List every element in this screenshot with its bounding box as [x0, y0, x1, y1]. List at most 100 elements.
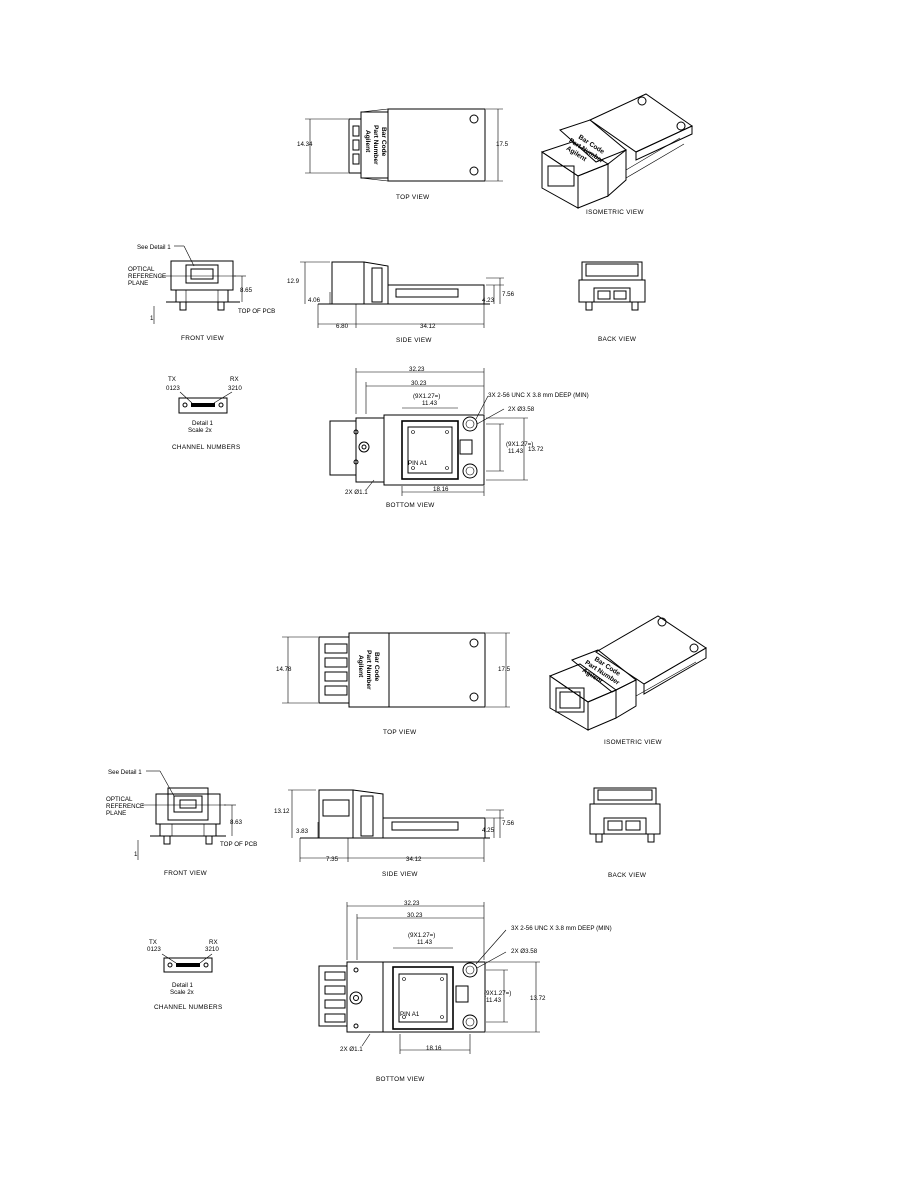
m1-part-number-label: Part Number: [372, 125, 379, 165]
m2-bottom-dim-vpitch-val: 11.43: [486, 997, 502, 1004]
m1-agilent-label: Agilent: [364, 130, 371, 153]
m1-pin-a1: PIN A1: [408, 460, 428, 467]
m2-detail-tx: TX: [149, 939, 157, 946]
m2-opt-ref-2: REFERENCE: [106, 803, 144, 810]
m1-bottom-dim-vpitch: (9X1.27=): [506, 441, 533, 448]
m2-side-dim-low: 3.83: [296, 828, 309, 835]
m1-bottom-view: PIN A1 32.23 30.23 (9X1.27=) 11.43 3X 2-…: [329, 366, 589, 509]
m1-see-detail: See Detail 1: [137, 244, 171, 251]
m1-bottom-dim-outer: 32.23: [409, 366, 425, 373]
m2-detail-rx: RX: [209, 939, 218, 946]
m2-detail-caption: CHANNEL NUMBERS: [154, 1004, 223, 1011]
m1-side-dim-b: 7.56: [502, 291, 515, 298]
m2-see-detail: See Detail 1: [108, 769, 142, 776]
m2-pin-a1: PIN A1: [400, 1011, 420, 1018]
m2-side-dim-b: 7.56: [502, 820, 515, 827]
m1-detail-rx: RX: [230, 376, 239, 383]
m2-bottom-dim-height: 13.72: [530, 995, 546, 1002]
m1-side-dim-length: 34.12: [420, 323, 436, 330]
m1-front-caption: FRONT VIEW: [181, 335, 225, 342]
m1-top-dim-height: 17.5: [496, 141, 509, 148]
m1-detail-title: Detail 1: [192, 420, 214, 427]
m2-opt-ref-1: OPTICAL: [106, 796, 133, 803]
m2-part-number-label: Part Number: [365, 650, 372, 690]
m1-front-view: See Detail 1 OPTICAL REFERENCE PLANE 8.6…: [128, 244, 275, 342]
m2-detail: TX 0123 RX 3210 Detail 1 Scale 2x CHANNE…: [147, 939, 223, 1011]
m1-detail-tx: TX: [168, 376, 176, 383]
m2-front-dim-height: 8.63: [230, 819, 243, 826]
m2-bar-code-label: Bar Code: [373, 652, 380, 682]
m1-side-dim-a: 4.23: [482, 297, 495, 304]
m1-bottom-dim-inner: 30.23: [411, 380, 427, 387]
m1-back-view: BACK VIEW: [578, 261, 646, 343]
m1-side-view: 12.9 4.06 4.23 7.56 6.80 34.12 SIDE VIEW: [287, 261, 515, 344]
m2-top-dim-height: 17.5: [498, 666, 511, 673]
m2-back-view: BACK VIEW: [589, 787, 661, 879]
m1-detail-rx-ch: 3210: [228, 385, 242, 392]
m2-bottom-dim-vpitch: (9X1.27=): [484, 990, 511, 997]
m2-agilent-label: Agilent: [357, 655, 364, 678]
m2-bottom-dim-outer: 32.23: [404, 900, 420, 907]
m2-bottom-dim-inner: 30.23: [407, 912, 423, 919]
m1-back-caption: BACK VIEW: [598, 336, 637, 343]
m2-bottom-dim-pitch-val: 11.43: [417, 939, 433, 946]
m1-opt-ref-2: REFERENCE: [128, 273, 166, 280]
m2-hole-note: 2X Ø3.58: [511, 948, 538, 955]
m1-detail-tx-ch: 0123: [166, 385, 180, 392]
m2-isometric-view: Bar Code Part Number Agilent ISOMETRIC V…: [548, 615, 707, 746]
m1-side-dim-low: 4.06: [308, 297, 321, 304]
m1-bottom-dim-height: 13.72: [528, 446, 544, 453]
m1-front-dim-height: 8.65: [240, 287, 253, 294]
m1-top-dim-width: 14.34: [297, 141, 313, 148]
m2-side-caption: SIDE VIEW: [382, 871, 418, 878]
m1-bottom-dim-pitch: (9X1.27=): [413, 393, 440, 400]
m1-detail-caption: CHANNEL NUMBERS: [172, 444, 241, 451]
m2-iso-caption: ISOMETRIC VIEW: [604, 739, 662, 746]
m1-top-view-caption: TOP VIEW: [396, 194, 430, 201]
m1-hole-note: 2X Ø3.58: [508, 406, 535, 413]
m2-top-view: Bar Code Part Number Agilent 14.78 17.5 …: [276, 632, 511, 736]
m1-top-view: Bar Code Part Number Agilent 14.34 17.5 …: [297, 108, 509, 201]
m1-side-dim-height: 12.9: [287, 278, 300, 285]
m2-side-dim-height: 13.12: [274, 808, 290, 815]
m2-detail-title: Detail 1: [172, 982, 194, 989]
m1-side-caption: SIDE VIEW: [396, 337, 432, 344]
m1-opt-ref-3: PLANE: [128, 280, 148, 287]
m2-detail-scale: Scale 2x: [170, 989, 195, 996]
m2-side-dim-length: 34.12: [406, 856, 422, 863]
m1-hole-small: 2X Ø1.1: [345, 489, 368, 496]
m2-top-dim-width: 14.78: [276, 666, 292, 673]
m1-bar-code-label: Bar Code: [380, 127, 387, 157]
m1-side-dim-left: 6.80: [336, 323, 349, 330]
m2-side-dim-left: 7.35: [326, 856, 339, 863]
m1-detail-scale: Scale 2x: [188, 427, 213, 434]
m2-top-view-caption: TOP VIEW: [383, 729, 417, 736]
m1-iso-caption: ISOMETRIC VIEW: [586, 209, 644, 216]
m1-bottom-caption: BOTTOM VIEW: [386, 502, 435, 509]
m1-detail: TX 0123 RX 3210 Detail 1 Scale 2x CHANNE…: [166, 376, 242, 451]
m2-top-of-pcb: TOP OF PCB: [220, 841, 257, 848]
m2-bottom-dim-pitch: (9X1.27=): [408, 932, 435, 939]
m1-bottom-dim-bottom: 18.16: [433, 486, 449, 493]
m2-front-view: See Detail 1 OPTICAL REFERENCE PLANE 8.6…: [106, 769, 257, 877]
m2-bottom-caption: BOTTOM VIEW: [376, 1076, 425, 1083]
m2-side-view: 13.12 3.83 4.25 7.56 7.35 34.12 SIDE VIE…: [274, 789, 515, 878]
module-2: Bar Code Part Number Agilent 14.78 17.5 …: [106, 615, 707, 1083]
m1-opt-ref-1: OPTICAL: [128, 266, 155, 273]
m2-opt-ref-3: PLANE: [106, 810, 126, 817]
m1-bottom-dim-pitch-val: 11.43: [422, 400, 438, 407]
m2-bottom-view: PIN A1 32.23 30.23 (9X1.27=) 11.43 3X 2-…: [318, 900, 612, 1083]
m2-bottom-dim-bottom: 18.16: [426, 1045, 442, 1052]
m1-front-dim-small: 1: [150, 315, 154, 322]
m2-hole-small: 2X Ø1.1: [340, 1046, 363, 1053]
m1-isometric-view: Bar Code Part Number Agilent ISOMETRIC V…: [540, 93, 694, 216]
m1-top-of-pcb: TOP OF PCB: [238, 308, 275, 315]
m1-thread-note: 3X 2-56 UNC X 3.8 mm DEEP (MIN): [488, 392, 589, 399]
m2-back-caption: BACK VIEW: [608, 872, 647, 879]
m2-detail-rx-ch: 3210: [205, 946, 219, 953]
m2-front-dim-small: 1: [134, 851, 138, 858]
m1-bottom-dim-vpitch-val: 11.43: [508, 448, 524, 455]
module-1: Bar Code Part Number Agilent 14.34 17.5 …: [128, 93, 694, 509]
m2-front-caption: FRONT VIEW: [164, 870, 208, 877]
